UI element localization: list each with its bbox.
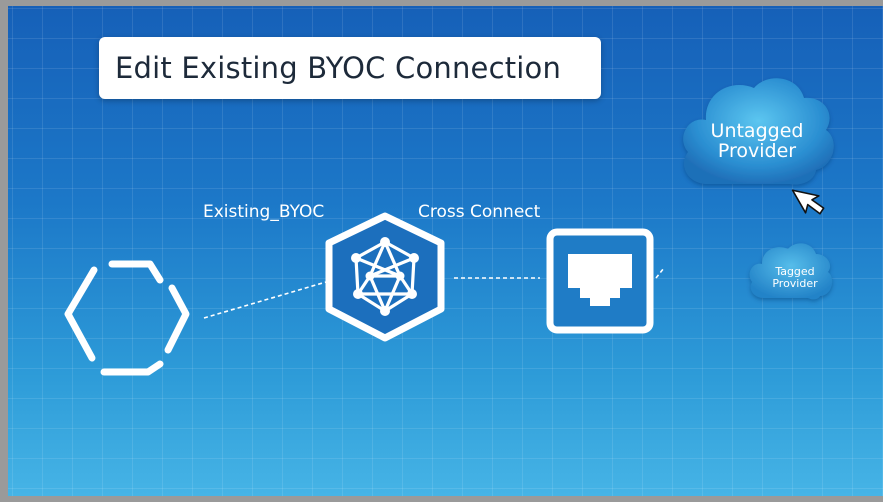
cross-connect-label: Cross Connect bbox=[418, 202, 541, 222]
cloud-icon bbox=[683, 78, 834, 185]
cloud-icon bbox=[749, 243, 833, 300]
mouse-cursor-icon bbox=[791, 189, 825, 215]
page-title: Edit Existing BYOC Connection bbox=[115, 51, 562, 85]
connector-line-right bbox=[655, 267, 665, 279]
connector-line-left bbox=[203, 281, 327, 319]
tagged-provider-line1: Tagged bbox=[775, 265, 815, 278]
hexagon-outline-icon bbox=[64, 260, 190, 376]
existing-byoc-label: Existing_BYOC bbox=[203, 202, 325, 222]
title-card: Edit Existing BYOC Connection bbox=[99, 37, 601, 99]
connection-diagram bbox=[64, 78, 834, 376]
ethernet-port-icon bbox=[546, 228, 654, 334]
network-mesh-icon bbox=[325, 212, 445, 342]
tagged-provider-text: Tagged Provider bbox=[760, 266, 830, 289]
video-frame: Edit Existing BYOC Connection bbox=[8, 6, 883, 496]
untagged-provider-line1: Untagged bbox=[710, 120, 804, 142]
untagged-provider-text: Untagged Provider bbox=[692, 120, 822, 162]
tagged-provider-line2: Provider bbox=[772, 276, 818, 290]
untagged-provider-line2: Provider bbox=[717, 139, 797, 162]
